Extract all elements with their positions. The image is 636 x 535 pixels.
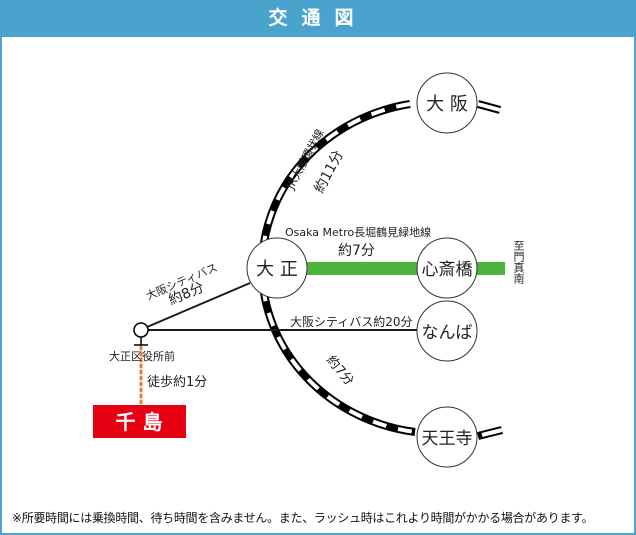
bus-stop-icon (133, 322, 149, 346)
metro-time: 約7分 (338, 243, 375, 259)
bus-line-taisho (146, 282, 251, 328)
svg-text:千 島: 千 島 (116, 410, 163, 434)
station-tennoji[interactable]: 天王寺 (416, 406, 478, 468)
station-taisho[interactable]: 大 正 (246, 237, 308, 299)
svg-text:大 阪: 大 阪 (426, 94, 468, 115)
station-chishima[interactable]: 千 島 (93, 405, 186, 438)
jr-time-osaka: 約11分 (311, 148, 347, 196)
metro-direction: 至門真南 (512, 240, 525, 284)
station-shinsaibashi[interactable]: 心斎橋 (416, 237, 478, 299)
jr-time-tennoji: 約7分 (323, 353, 357, 389)
svg-text:天王寺: 天王寺 (422, 429, 473, 449)
bus-time-namba: 大阪シティバス約20分 (290, 314, 413, 329)
footer-note: ※所要時間には乗換時間、待ち時間を含みません。また、ラッシュ時はこれより時間がか… (12, 511, 594, 525)
walk-time: 徒歩約1分 (147, 375, 207, 390)
svg-text:心斎橋: 心斎橋 (422, 260, 473, 280)
metro-line-label: Osaka Metro長堀鶴見緑地線 (285, 225, 431, 239)
bus-stop-label: 大正区役所前 (109, 349, 175, 363)
station-namba[interactable]: なんば (416, 300, 478, 362)
svg-text:なんば: なんば (422, 323, 473, 343)
page-title: 交通図 (0, 0, 636, 37)
station-osaka[interactable]: 大 阪 (416, 72, 478, 134)
svg-text:大 正: 大 正 (256, 259, 298, 280)
